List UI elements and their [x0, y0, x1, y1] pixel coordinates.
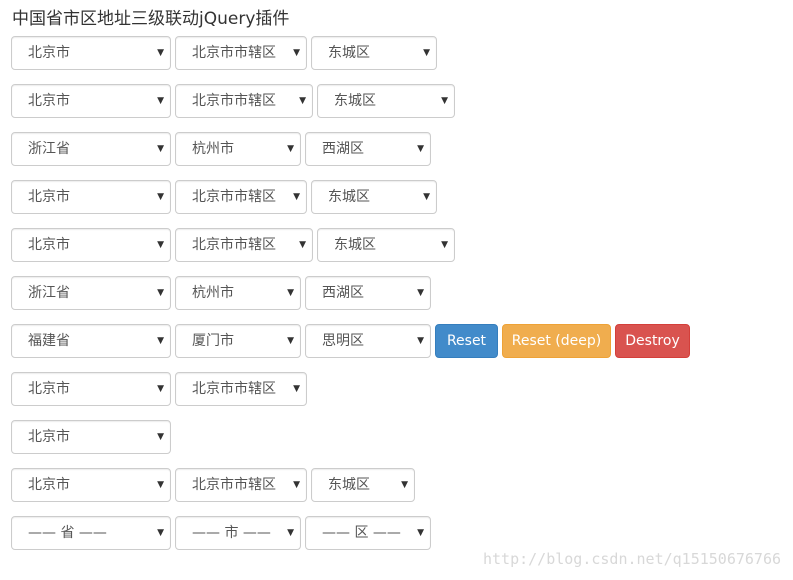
- district-select-value: —— 区 ——: [322, 525, 401, 541]
- district-select-value: 西湖区: [322, 141, 364, 157]
- province-select[interactable]: 福建省 ▼: [11, 324, 171, 358]
- province-select[interactable]: 北京市 ▼: [11, 420, 171, 454]
- city-select-value: 北京市市辖区: [192, 237, 276, 253]
- caret-down-icon: ▼: [157, 48, 164, 58]
- province-select-value: 北京市: [28, 45, 70, 61]
- district-select[interactable]: 东城区 ▼: [317, 84, 455, 118]
- province-select-value: 北京市: [28, 189, 70, 205]
- province-select[interactable]: 浙江省 ▼: [11, 276, 171, 310]
- caret-down-icon: ▼: [157, 480, 164, 490]
- city-select-value: 北京市市辖区: [192, 189, 276, 205]
- city-select-value: 杭州市: [192, 141, 234, 157]
- city-select[interactable]: 北京市市辖区 ▼: [175, 228, 313, 262]
- district-select[interactable]: 西湖区 ▼: [305, 276, 431, 310]
- province-select[interactable]: 北京市 ▼: [11, 372, 171, 406]
- city-select[interactable]: —— 市 —— ▼: [175, 516, 301, 550]
- caret-down-icon: ▼: [287, 336, 294, 346]
- city-select-value: 北京市市辖区: [192, 477, 276, 493]
- city-select-value: 杭州市: [192, 285, 234, 301]
- district-select-value: 东城区: [328, 45, 370, 61]
- province-select-value: 北京市: [28, 429, 70, 445]
- caret-down-icon: ▼: [157, 192, 164, 202]
- district-select[interactable]: 东城区 ▼: [311, 36, 437, 70]
- city-select-value: 北京市市辖区: [192, 93, 276, 109]
- caret-down-icon: ▼: [157, 528, 164, 538]
- district-select-value: 东城区: [328, 189, 370, 205]
- caret-down-icon: ▼: [423, 192, 430, 202]
- city-select[interactable]: 杭州市 ▼: [175, 276, 301, 310]
- caret-down-icon: ▼: [293, 48, 300, 58]
- caret-down-icon: ▼: [417, 144, 424, 154]
- caret-down-icon: ▼: [157, 288, 164, 298]
- caret-down-icon: ▼: [157, 384, 164, 394]
- province-select-value: 北京市: [28, 93, 70, 109]
- province-select[interactable]: —— 省 —— ▼: [11, 516, 171, 550]
- district-select-value: 东城区: [334, 237, 376, 253]
- caret-down-icon: ▼: [401, 480, 408, 490]
- caret-down-icon: ▼: [287, 288, 294, 298]
- city-select[interactable]: 北京市市辖区 ▼: [175, 84, 313, 118]
- province-select-value: 北京市: [28, 381, 70, 397]
- province-select[interactable]: 北京市 ▼: [11, 180, 171, 214]
- city-select[interactable]: 北京市市辖区 ▼: [175, 372, 307, 406]
- caret-down-icon: ▼: [287, 144, 294, 154]
- watermark-text: http://blog.csdn.net/q15150676766: [482, 550, 781, 568]
- city-select-value: 厦门市: [192, 333, 234, 349]
- district-select[interactable]: 西湖区 ▼: [305, 132, 431, 166]
- caret-down-icon: ▼: [293, 480, 300, 490]
- city-select-value: 北京市市辖区: [192, 381, 276, 397]
- province-select-value: 北京市: [28, 477, 70, 493]
- caret-down-icon: ▼: [417, 336, 424, 346]
- city-select[interactable]: 杭州市 ▼: [175, 132, 301, 166]
- province-select-value: 福建省: [28, 333, 70, 349]
- caret-down-icon: ▼: [441, 240, 448, 250]
- district-select[interactable]: —— 区 —— ▼: [305, 516, 431, 550]
- district-select-value: 西湖区: [322, 285, 364, 301]
- district-select-value: 东城区: [328, 477, 370, 493]
- page-title: 中国省市区地址三级联动jQuery插件: [12, 9, 290, 29]
- caret-down-icon: ▼: [157, 432, 164, 442]
- caret-down-icon: ▼: [299, 240, 306, 250]
- caret-down-icon: ▼: [417, 528, 424, 538]
- province-select[interactable]: 北京市 ▼: [11, 84, 171, 118]
- caret-down-icon: ▼: [157, 240, 164, 250]
- reset-deep-button[interactable]: Reset (deep): [502, 324, 611, 358]
- province-select[interactable]: 浙江省 ▼: [11, 132, 171, 166]
- province-select[interactable]: 北京市 ▼: [11, 36, 171, 70]
- province-select-value: 浙江省: [28, 285, 70, 301]
- province-select[interactable]: 北京市 ▼: [11, 228, 171, 262]
- district-select-value: 东城区: [334, 93, 376, 109]
- province-select[interactable]: 北京市 ▼: [11, 468, 171, 502]
- caret-down-icon: ▼: [157, 96, 164, 106]
- destroy-button[interactable]: Destroy: [615, 324, 690, 358]
- district-select[interactable]: 东城区 ▼: [311, 468, 415, 502]
- caret-down-icon: ▼: [299, 96, 306, 106]
- city-select-value: 北京市市辖区: [192, 45, 276, 61]
- caret-down-icon: ▼: [293, 192, 300, 202]
- caret-down-icon: ▼: [157, 336, 164, 346]
- city-select[interactable]: 北京市市辖区 ▼: [175, 180, 307, 214]
- province-select-value: —— 省 ——: [28, 525, 107, 541]
- province-select-value: 浙江省: [28, 141, 70, 157]
- province-select-value: 北京市: [28, 237, 70, 253]
- caret-down-icon: ▼: [423, 48, 430, 58]
- district-select[interactable]: 东城区 ▼: [311, 180, 437, 214]
- caret-down-icon: ▼: [417, 288, 424, 298]
- city-select-value: —— 市 ——: [192, 525, 271, 541]
- caret-down-icon: ▼: [287, 528, 294, 538]
- caret-down-icon: ▼: [157, 144, 164, 154]
- district-select[interactable]: 东城区 ▼: [317, 228, 455, 262]
- city-select[interactable]: 厦门市 ▼: [175, 324, 301, 358]
- caret-down-icon: ▼: [293, 384, 300, 394]
- district-select[interactable]: 思明区 ▼: [305, 324, 431, 358]
- district-select-value: 思明区: [322, 333, 364, 349]
- caret-down-icon: ▼: [441, 96, 448, 106]
- reset-button[interactable]: Reset: [435, 324, 498, 358]
- city-select[interactable]: 北京市市辖区 ▼: [175, 36, 307, 70]
- city-select[interactable]: 北京市市辖区 ▼: [175, 468, 307, 502]
